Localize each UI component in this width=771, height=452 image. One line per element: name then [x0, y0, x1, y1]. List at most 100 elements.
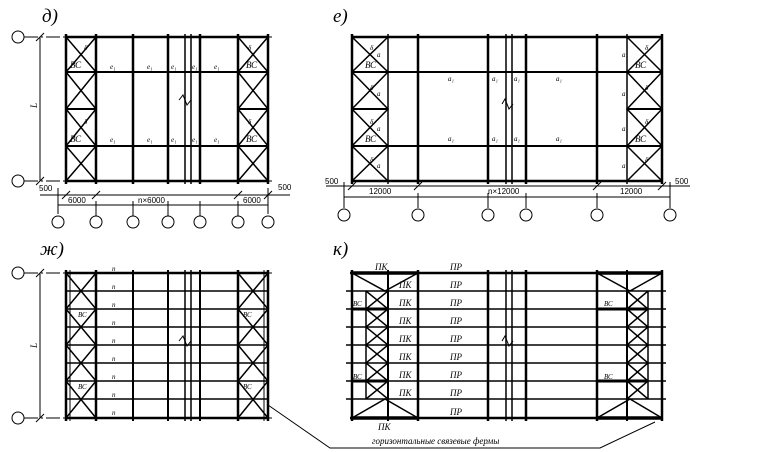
strut-label: e₁	[147, 136, 153, 144]
axis-bubble	[11, 266, 25, 280]
dim-pitch-mid: n×12000	[488, 187, 520, 196]
panel-e-letter: е)	[333, 6, 348, 27]
pr-label: ПР	[449, 370, 462, 380]
strut-label: e₁	[110, 63, 116, 71]
panel-e-dimensions	[326, 181, 690, 222]
panel-e-labels: ВС ВС ВС ВС δ δ δ δ δ δ δ δ a a a a a a …	[365, 44, 649, 170]
pk-label: ПК	[374, 262, 388, 272]
side-label: a	[377, 51, 381, 59]
pr-label: ПР	[449, 352, 462, 362]
panel-d-span-label: L	[29, 103, 39, 109]
diag-label: δ	[248, 118, 252, 126]
strut-label: a₁	[514, 135, 520, 143]
row-label: n	[112, 283, 116, 291]
brace-label: ВС	[78, 311, 87, 319]
brace-label: ВС	[604, 373, 613, 381]
axis-bubble	[11, 411, 25, 425]
panel-zh-labels: n n n n n n n n n ВС ВС ВС ВС	[78, 265, 252, 417]
row-label: n	[112, 337, 116, 345]
panel-zh: ж) L	[11, 239, 272, 425]
strut-label: a₁	[514, 75, 520, 83]
brace-label: ВС	[635, 60, 647, 70]
side-label: a	[377, 162, 381, 170]
dim-pitch-left: 6000	[68, 196, 86, 205]
panel-d-letter: д)	[42, 6, 58, 27]
panel-d-labels: ВС ВС ВС ВС δ δ δ δ e₁ e₁ e₁ e₁ e₁ e₁ e₁…	[70, 44, 258, 144]
side-label: a	[377, 90, 381, 98]
strut-label: a₁	[556, 135, 562, 143]
brace-label: ВС	[353, 300, 362, 308]
axis-bubble	[11, 174, 25, 188]
brace-label: ВС	[246, 60, 258, 70]
pk-label: ПК	[398, 388, 412, 398]
dim-edge-left: 500	[39, 184, 53, 193]
row-label: n	[112, 391, 116, 399]
side-label: a	[622, 162, 626, 170]
strut-label: e₁	[171, 63, 177, 71]
side-label: a	[622, 51, 626, 59]
pr-label: ПР	[449, 388, 462, 398]
brace-label: ВС	[70, 60, 82, 70]
strut-label: e₁	[214, 63, 220, 71]
brace-label: ВС	[243, 311, 252, 319]
diag-label: δ	[645, 84, 649, 92]
brace-label: ВС	[365, 60, 377, 70]
brace-label: ВС	[70, 134, 82, 144]
strut-label: e₁	[214, 136, 220, 144]
row-label: n	[112, 373, 116, 381]
strut-label: e₁	[110, 136, 116, 144]
pk-label: ПК	[377, 422, 391, 432]
row-label: n	[112, 409, 116, 417]
dim-pitch-left: 12000	[369, 187, 392, 196]
diag-label: δ	[370, 84, 374, 92]
brace-label: ВС	[635, 134, 647, 144]
pr-label: ПР	[449, 262, 462, 272]
panel-zh-letter: ж)	[40, 239, 64, 260]
brace-label: ВС	[246, 134, 258, 144]
diag-label: δ	[84, 118, 88, 126]
side-label: a	[377, 125, 381, 133]
pk-label: ПК	[398, 298, 412, 308]
panel-e: е)	[325, 6, 690, 222]
strut-label: e₁	[171, 136, 177, 144]
panel-e-frame	[350, 34, 664, 184]
axis-bubble	[11, 30, 25, 44]
panel-d: д) L	[11, 6, 292, 229]
caption-leaders	[267, 404, 656, 449]
pk-label: ПК	[398, 316, 412, 326]
brace-label: ВС	[365, 134, 377, 144]
dim-edge-left: 500	[325, 177, 339, 186]
panel-d-axes	[11, 30, 272, 188]
side-label: a	[622, 90, 626, 98]
side-label: a	[622, 125, 626, 133]
diag-label: δ	[645, 156, 649, 164]
panel-zh-frame	[64, 270, 270, 421]
row-label: n	[112, 301, 116, 309]
panel-k-letter: к)	[333, 239, 348, 260]
strut-label: e₁	[147, 63, 153, 71]
diag-label: δ	[370, 44, 374, 52]
dim-pitch-right: 12000	[620, 187, 643, 196]
strut-label: a₁	[448, 75, 454, 83]
pr-label: ПР	[449, 407, 462, 417]
panel-k: к)	[333, 239, 666, 432]
panel-d-dimensions	[40, 188, 290, 229]
strut-label: a₁	[556, 75, 562, 83]
panel-d-frame	[64, 34, 270, 184]
dim-pitch-mid: n×6000	[138, 196, 165, 205]
strut-label: e₁	[192, 63, 198, 71]
figure-caption: горизонтальные связевые фермы	[372, 436, 499, 446]
diag-label: δ	[370, 118, 374, 126]
pk-label: ПК	[398, 334, 412, 344]
pr-label: ПР	[449, 316, 462, 326]
strut-label: a₁	[492, 135, 498, 143]
strut-label: a₁	[448, 135, 454, 143]
panel-k-frame	[346, 270, 666, 421]
panel-k-labels: ПК ПК ПК ПК ПК ПК ПК ПК ПК ПР ПР ПР ПР П…	[353, 262, 613, 432]
diag-label: δ	[645, 118, 649, 126]
pr-label: ПР	[449, 334, 462, 344]
strut-label: a₁	[492, 75, 498, 83]
dim-edge-right: 500	[278, 183, 292, 192]
